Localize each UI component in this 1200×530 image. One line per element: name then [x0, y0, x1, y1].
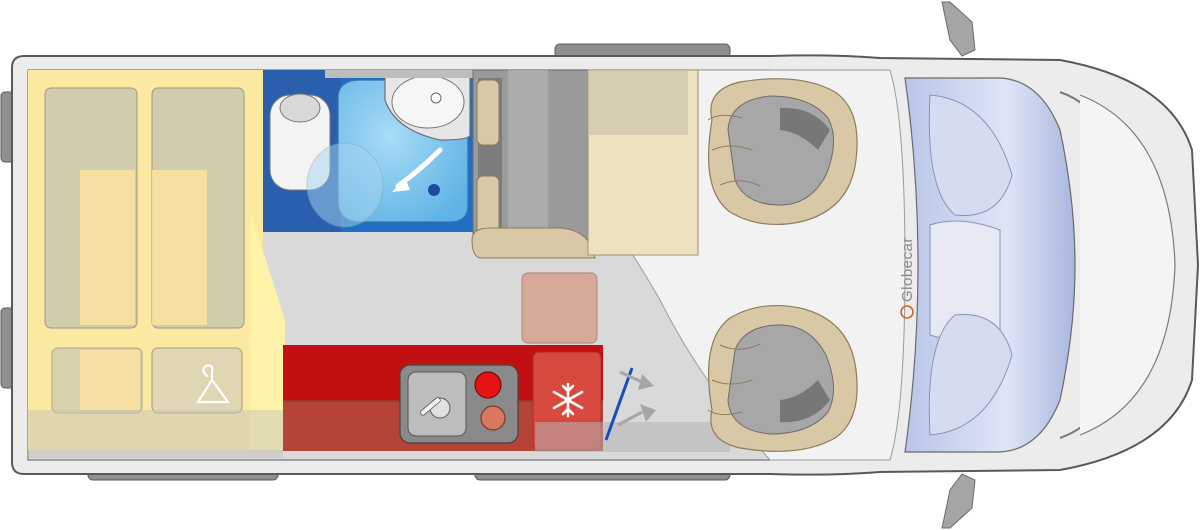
steering-wheel-area — [928, 94, 1013, 216]
rear-bed — [28, 70, 285, 458]
step-area — [535, 422, 730, 452]
hood — [1079, 94, 1176, 436]
passenger-dash — [928, 314, 1013, 436]
passenger-seat — [707, 304, 858, 452]
hatch — [521, 272, 598, 344]
sink-icon — [399, 364, 519, 444]
hanger-icon — [195, 364, 231, 404]
stove-burners-icon — [474, 371, 506, 431]
side-mirrors — [941, 1, 976, 529]
dinette-table — [587, 69, 699, 256]
brand-name: Globecar — [899, 237, 916, 302]
bathroom-top-wall — [325, 70, 475, 78]
brand-logo: Globecar — [899, 237, 916, 319]
globe-icon — [900, 305, 914, 319]
dinette-bench — [471, 69, 599, 259]
driver-seat — [707, 78, 858, 226]
sliding-door-arrows-icon — [604, 367, 656, 441]
snowflake-icon — [552, 382, 584, 418]
washbasin — [384, 74, 471, 141]
